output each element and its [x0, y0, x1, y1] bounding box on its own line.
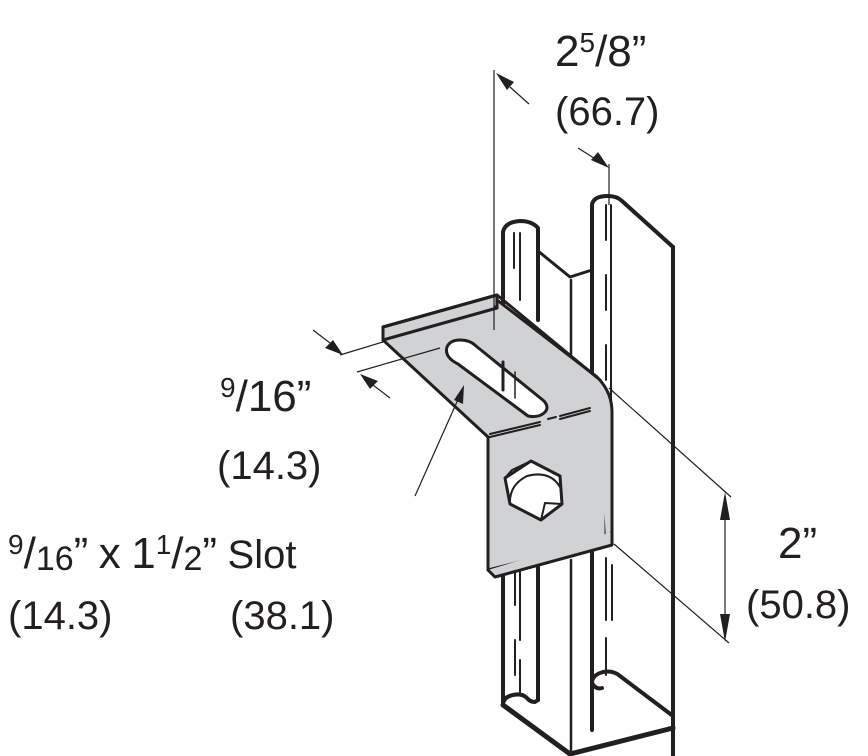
- dimension-lines: [312, 70, 732, 644]
- hex-bolt: [503, 459, 564, 522]
- slot-size-width-unit: ”: [73, 529, 89, 578]
- slot-size-width-metric: (14.3): [8, 594, 113, 638]
- slot-size-width-slash: /: [23, 529, 36, 578]
- width-whole: 2: [555, 27, 580, 76]
- slot-size-length-numerator: 1: [155, 529, 172, 560]
- slot-size-label-text: Slot: [227, 533, 297, 577]
- width-denominator: 8: [607, 27, 632, 76]
- width-metric-label: (66.7): [555, 90, 660, 134]
- slot-width-slash: /: [235, 372, 248, 421]
- slot-width-denominator: 16: [247, 372, 297, 421]
- channel-back-web-top: [536, 249, 594, 279]
- slot-width-numerator: 9: [220, 372, 236, 403]
- slot-width-metric-label: (14.3): [217, 444, 322, 488]
- channel-bottom-profile: [501, 692, 540, 707]
- slot-size-times: x: [98, 529, 121, 578]
- height-metric-label: (50.8): [746, 583, 851, 627]
- channel-right-lip: [590, 194, 675, 249]
- width-dimension-label: 25/8”: [555, 27, 647, 76]
- slot-size-length-denominator: 2: [183, 540, 203, 578]
- width-unit: ”: [631, 27, 647, 76]
- slot-size-label: 9/16” x 11/2” Slot: [8, 529, 297, 578]
- slot-width-dimension-label: 9/16”: [220, 372, 312, 421]
- slot-hole: [445, 338, 549, 419]
- angle-bracket: [381, 293, 614, 579]
- slot-size-length-slash: /: [171, 529, 184, 578]
- slot-size-length-unit: ”: [202, 529, 218, 578]
- height-dimension-label: 2”: [778, 519, 818, 568]
- slot-width-unit: ”: [296, 372, 312, 421]
- width-numerator: 5: [579, 27, 596, 58]
- channel-left-lip: [501, 219, 540, 322]
- slot-size-length-metric: (38.1): [230, 594, 335, 638]
- width-slash: /: [595, 27, 608, 76]
- slot-size-length-whole: 1: [131, 529, 156, 578]
- slot-size-width-numerator: 9: [8, 529, 24, 560]
- slot-size-width-denominator: 16: [35, 540, 74, 578]
